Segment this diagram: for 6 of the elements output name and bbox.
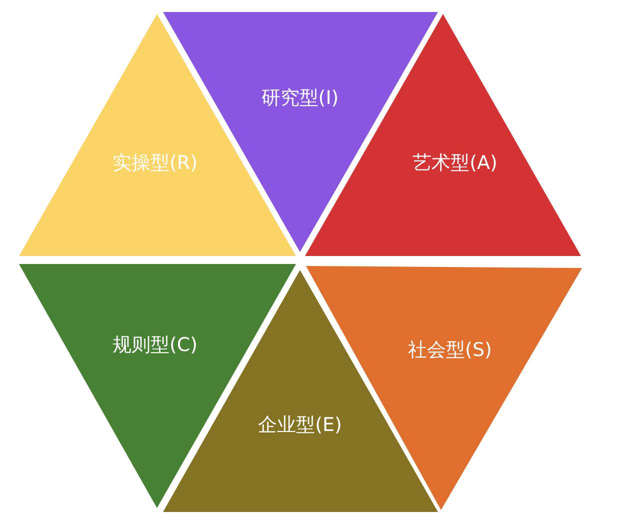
segment-label: 实操型(R)	[112, 151, 198, 176]
segment-label: 社会型(S)	[408, 338, 492, 363]
segment-label: 企业型(E)	[258, 413, 342, 438]
segment-label: 艺术型(A)	[412, 151, 498, 176]
segment-label: 规则型(C)	[112, 333, 198, 358]
segment-label: 研究型(I)	[261, 86, 339, 111]
